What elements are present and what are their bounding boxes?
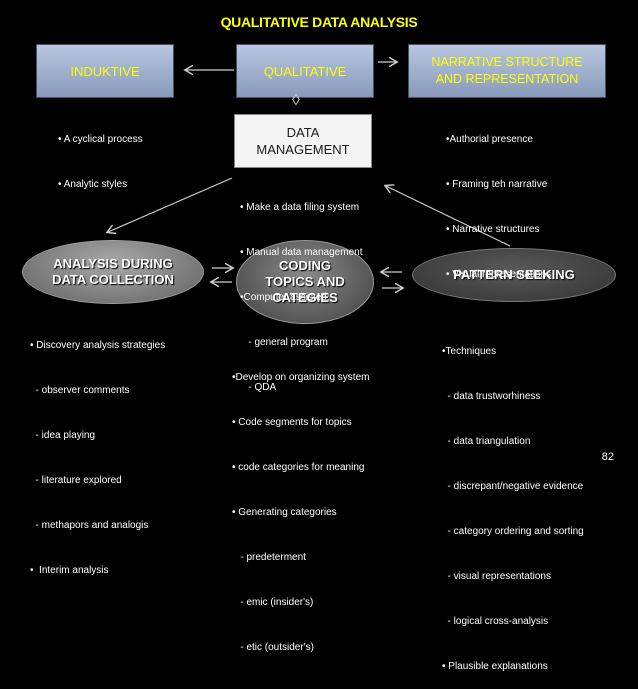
list-item: • Analytic styles: [58, 179, 128, 190]
list-item: - general program: [240, 337, 328, 348]
induktive-list: • A cyclical process • Analytic styles: [58, 102, 143, 207]
list-item: - visual representations: [442, 571, 551, 582]
list-item: • Discovery analysis strategies: [30, 340, 166, 351]
list-item: •Computer assisted:: [240, 292, 330, 303]
qualitative-label: QUALITATIVE: [263, 63, 347, 79]
arrow-datamgmt-to-analysis: [108, 177, 233, 232]
arrow-pattern-to-narrative: [386, 186, 511, 247]
page-number: 82: [601, 451, 614, 463]
narrative-label: NARRATIVE STRUCTURE AND REPRESENTATION: [431, 55, 583, 86]
diagram-title: QUALITATIVE DATA ANALYSIS: [220, 14, 418, 30]
list-item: • Plausible explanations: [442, 661, 548, 672]
list-item: • Narrative structures: [446, 224, 540, 235]
list-item: • Framing teh narrative: [446, 179, 548, 190]
list-item: - QDA: [240, 382, 277, 393]
list-item: - emic (insider's): [232, 597, 314, 608]
connector-lines: [0, 0, 511, 479]
analysis-ellipse: ANALYSIS DURING DATA COLLECTION: [22, 240, 204, 304]
analysis-list: • Discovery analysis strategies - observ…: [30, 308, 165, 593]
list-item: •Develop on organizing system: [232, 372, 370, 383]
list-item: •Authorial presence: [446, 134, 533, 145]
list-item: - discrepant/negative evidence: [442, 481, 584, 492]
analysis-label: ANALYSIS DURING DATA COLLECTION: [52, 256, 174, 287]
list-item: - data trustworhiness: [442, 391, 541, 402]
data-management-box: DATA MANAGEMENT: [234, 114, 372, 168]
list-item: • Make a data filing system: [240, 202, 360, 213]
list-item: • Manual data management: [240, 247, 363, 258]
list-item: • Generating categories: [232, 507, 337, 518]
pattern-seeking-label: PATTERN SEEKING: [453, 267, 575, 282]
qualitative-box: QUALITATIVE: [236, 44, 374, 98]
list-item: - idea playing: [30, 430, 96, 441]
list-item: - methapors and analogis: [30, 520, 149, 531]
coding-list: •Develop on organizing system • Code seg…: [232, 340, 369, 670]
list-item: - literature explored: [30, 475, 122, 486]
pattern-seeking-list: •Techniques - data trustworhiness - data…: [442, 314, 584, 689]
list-item: • Visual representations: [446, 269, 552, 280]
coding-ellipse: CODING TOPICS AND CATEGIES: [236, 240, 374, 324]
list-item: • A cyclical process: [58, 134, 143, 145]
list-item: - predeterment: [232, 552, 306, 563]
data-management-list: • Make a data filing system • Manual dat…: [240, 170, 362, 410]
induktive-box: INDUKTIVE: [36, 44, 174, 98]
list-item: - etic (outsider's): [232, 642, 314, 653]
list-item: - data triangulation: [442, 436, 531, 447]
narrative-list: •Authorial presence • Framing teh narrat…: [446, 102, 551, 297]
list-item: •Techniques: [442, 346, 497, 357]
induktive-label: INDUKTIVE: [70, 63, 140, 79]
data-management-label: DATA MANAGEMENT: [256, 125, 350, 157]
diamond-icon: ◊: [292, 92, 300, 109]
coding-label: CODING TOPICS AND CATEGIES: [265, 258, 345, 305]
list-item: - logical cross-analysis: [442, 616, 549, 627]
list-item: • Code segments for topics: [232, 417, 352, 428]
list-item: - category ordering and sorting: [442, 526, 584, 537]
list-item: • code categories for meaning: [232, 462, 365, 473]
list-item: • Interim analysis: [30, 565, 109, 576]
narrative-box: NARRATIVE STRUCTURE AND REPRESENTATION: [408, 44, 606, 98]
pattern-seeking-ellipse: PATTERN SEEKING: [412, 248, 616, 302]
list-item: - observer comments: [30, 385, 130, 396]
